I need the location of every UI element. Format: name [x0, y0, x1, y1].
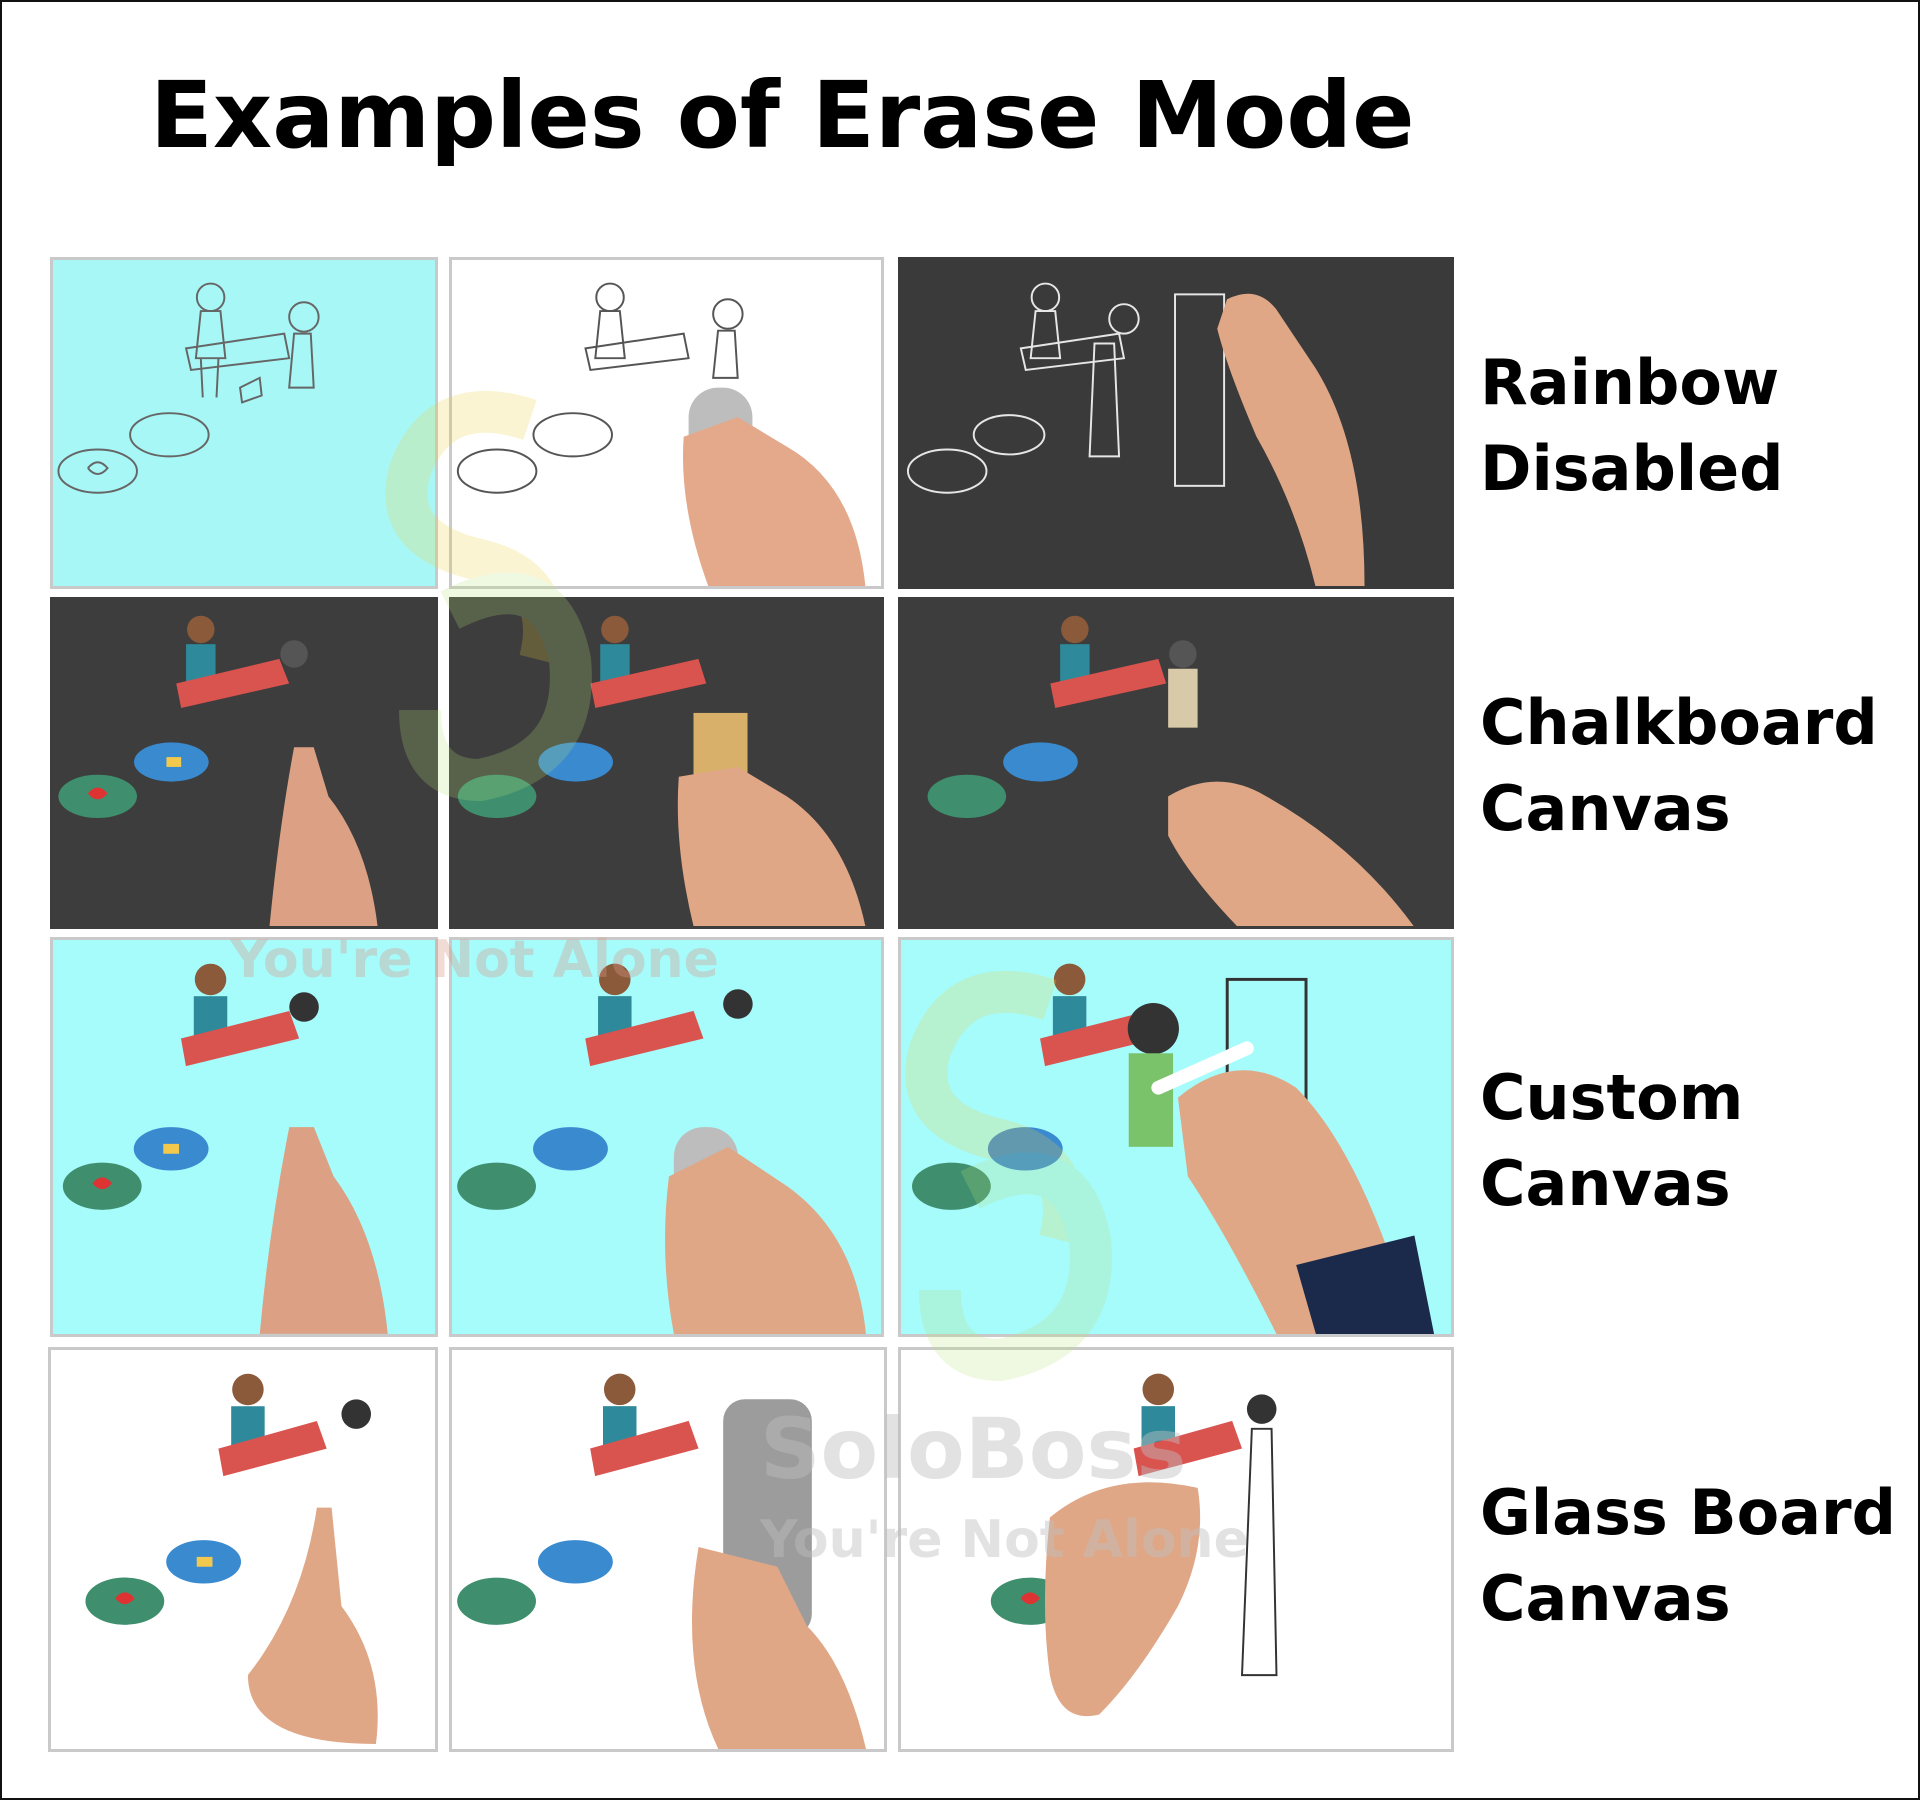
label-line1: Glass Board	[1480, 1476, 1897, 1549]
label-line2: Disabled	[1480, 432, 1784, 505]
color-illustration	[85, 1373, 378, 1744]
sketch-people-illustration	[456, 282, 866, 586]
label-line2: Canvas	[1480, 772, 1731, 845]
panel-row3-marker-hand	[898, 937, 1454, 1337]
label-glass-board-canvas: Glass Board Canvas	[1480, 1470, 1896, 1642]
label-line2: Canvas	[1480, 1562, 1731, 1635]
panel-row4-hand	[898, 1347, 1454, 1752]
hand-icon	[1217, 293, 1365, 586]
panel-row1-chalk-hand	[898, 257, 1454, 589]
hand-icon	[269, 747, 378, 926]
color-chalk-illustration	[457, 615, 866, 926]
hand-icon	[1044, 1482, 1201, 1717]
hand-icon	[259, 1127, 388, 1334]
hand-icon	[691, 1547, 867, 1749]
panel-row1-mouse	[449, 257, 884, 589]
panel-row2-eraser	[449, 597, 884, 929]
panel-row2-chalk-hand	[898, 597, 1454, 929]
slide-title: Examples of Erase Mode	[150, 62, 1415, 169]
chalk-sketch-illustration	[906, 282, 1365, 586]
label-line1: Custom	[1480, 1061, 1744, 1134]
hand-icon	[247, 1507, 378, 1744]
label-chalkboard-canvas: Chalkboard Canvas	[1480, 680, 1878, 852]
marker-icon	[1151, 1041, 1254, 1095]
panel-row3-finger	[50, 937, 438, 1337]
hand-icon	[665, 1146, 866, 1334]
sleeve	[1296, 1235, 1435, 1334]
panel-row2-finger	[50, 597, 438, 929]
panel-row3-mouse	[449, 937, 884, 1337]
color-illustration	[62, 963, 388, 1334]
hand-icon	[682, 417, 866, 586]
panel-row4-finger	[48, 1347, 438, 1752]
label-line1: Chalkboard	[1480, 686, 1878, 759]
color-chalk-illustration	[927, 615, 1414, 926]
label-line1: Rainbow	[1480, 346, 1780, 419]
color-illustration	[457, 1373, 867, 1749]
color-chalk-illustration	[58, 615, 378, 926]
label-line2: Canvas	[1480, 1147, 1731, 1220]
hand-icon	[1168, 781, 1414, 926]
hand-icon	[677, 766, 866, 926]
label-custom-canvas: Custom Canvas	[1480, 1055, 1743, 1227]
sketch-people-illustration	[57, 282, 320, 494]
color-illustration	[912, 963, 1435, 1334]
label-rainbow-disabled: Rainbow Disabled	[1480, 340, 1784, 512]
color-illustration	[990, 1373, 1278, 1717]
panel-row4-glass-eraser	[449, 1347, 887, 1752]
color-illustration	[457, 963, 866, 1334]
panel-row1-finger	[50, 257, 438, 589]
